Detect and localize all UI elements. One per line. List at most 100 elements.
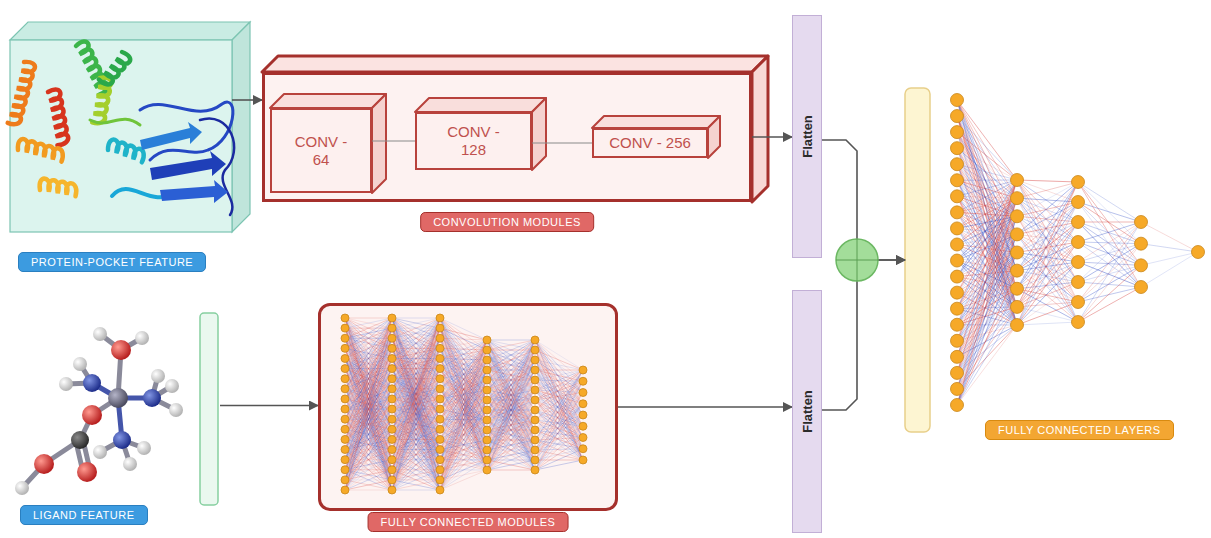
network-neuron bbox=[579, 422, 587, 430]
network-link bbox=[535, 393, 583, 451]
network-link bbox=[345, 318, 392, 490]
network-link bbox=[487, 390, 535, 470]
network-link bbox=[957, 180, 1017, 389]
network-link bbox=[440, 410, 487, 490]
network-link bbox=[345, 450, 392, 490]
network-link bbox=[440, 420, 487, 490]
network-link bbox=[1078, 222, 1141, 322]
network-link bbox=[345, 480, 392, 490]
network-neuron bbox=[388, 354, 396, 362]
network-link bbox=[535, 360, 583, 415]
network-neuron bbox=[436, 385, 444, 393]
module-network bbox=[341, 314, 587, 494]
network-link bbox=[487, 350, 535, 470]
network-link bbox=[535, 393, 583, 471]
network-link bbox=[535, 415, 583, 460]
network-link bbox=[957, 253, 1017, 341]
network-link bbox=[1078, 265, 1141, 302]
protein-ribbon bbox=[17, 138, 65, 162]
network-link bbox=[487, 340, 535, 450]
network-link bbox=[487, 340, 535, 420]
network-neuron bbox=[1011, 174, 1024, 187]
network-link bbox=[487, 340, 535, 460]
network-link bbox=[535, 415, 583, 470]
ligand-vector bbox=[200, 313, 218, 505]
network-neuron bbox=[388, 405, 396, 413]
network-link bbox=[392, 399, 440, 490]
network-link bbox=[487, 360, 535, 470]
network-neuron bbox=[436, 456, 444, 464]
ligand-molecule bbox=[34, 454, 54, 474]
network-link bbox=[535, 350, 583, 460]
network-link bbox=[487, 340, 535, 460]
network-link bbox=[487, 460, 535, 470]
network-neuron bbox=[436, 395, 444, 403]
network-link bbox=[1017, 180, 1078, 282]
network-link bbox=[345, 318, 392, 328]
network-link bbox=[1078, 287, 1141, 302]
network-neuron bbox=[951, 142, 964, 155]
ligand-molecule bbox=[108, 388, 128, 408]
network-neuron bbox=[436, 435, 444, 443]
network-link bbox=[487, 350, 535, 470]
network-link bbox=[957, 180, 1017, 405]
network-link bbox=[345, 358, 392, 490]
network-link bbox=[345, 480, 392, 490]
network-neuron bbox=[951, 270, 964, 283]
network-link bbox=[1141, 252, 1198, 287]
network-neuron bbox=[531, 416, 539, 424]
network-link bbox=[1017, 202, 1078, 289]
network-link bbox=[1078, 222, 1141, 244]
network-neuron bbox=[388, 365, 396, 373]
network-link bbox=[535, 393, 583, 461]
network-link bbox=[440, 460, 487, 490]
layer-name: CONV - 128 bbox=[442, 123, 506, 159]
network-link bbox=[345, 429, 392, 490]
network-neuron bbox=[388, 415, 396, 423]
network-link bbox=[1017, 282, 1078, 325]
network-neuron bbox=[1011, 192, 1024, 205]
conv-layer-depth bbox=[415, 98, 546, 112]
network-link bbox=[440, 338, 487, 450]
network-link bbox=[440, 328, 487, 340]
protein-ribbon bbox=[8, 40, 234, 215]
network-neuron bbox=[951, 174, 964, 187]
network-link bbox=[1078, 222, 1141, 223]
network-neuron bbox=[388, 324, 396, 332]
network-neuron bbox=[483, 466, 491, 474]
network-link bbox=[535, 370, 583, 380]
network-neuron bbox=[579, 434, 587, 442]
network-link bbox=[1017, 182, 1078, 271]
network-neuron bbox=[388, 446, 396, 454]
network-neuron bbox=[341, 466, 349, 474]
network-link bbox=[1017, 322, 1078, 325]
network-link bbox=[345, 460, 392, 490]
ligand-molecule bbox=[165, 379, 179, 393]
network-link bbox=[1017, 222, 1078, 325]
network-link bbox=[440, 380, 487, 490]
fully-connected-module-fill bbox=[318, 303, 618, 511]
network-link bbox=[1141, 222, 1198, 252]
protein-ribbon bbox=[99, 51, 132, 87]
network-link bbox=[957, 325, 1017, 405]
network-link bbox=[1078, 182, 1141, 222]
layer-name: CONV - 64 bbox=[289, 133, 353, 169]
network-neuron bbox=[531, 446, 539, 454]
network-link bbox=[487, 340, 535, 450]
fully-connected-module-box: FULLY CONNECTED MODULES bbox=[318, 303, 618, 511]
network-neuron bbox=[341, 375, 349, 383]
network-neuron bbox=[436, 486, 444, 494]
network-neuron bbox=[388, 334, 396, 342]
network-link bbox=[1078, 287, 1141, 322]
network-neuron bbox=[341, 314, 349, 322]
network-neuron bbox=[1011, 246, 1024, 259]
network-link bbox=[392, 460, 440, 490]
network-link bbox=[1078, 265, 1141, 322]
network-neuron bbox=[388, 456, 396, 464]
network-link bbox=[440, 338, 487, 340]
network-neuron bbox=[341, 405, 349, 413]
conv-layer-box: CONV - 256 bbox=[592, 128, 708, 158]
network-link bbox=[440, 340, 487, 480]
network-neuron bbox=[436, 334, 444, 342]
protein-ribbon bbox=[160, 180, 228, 203]
